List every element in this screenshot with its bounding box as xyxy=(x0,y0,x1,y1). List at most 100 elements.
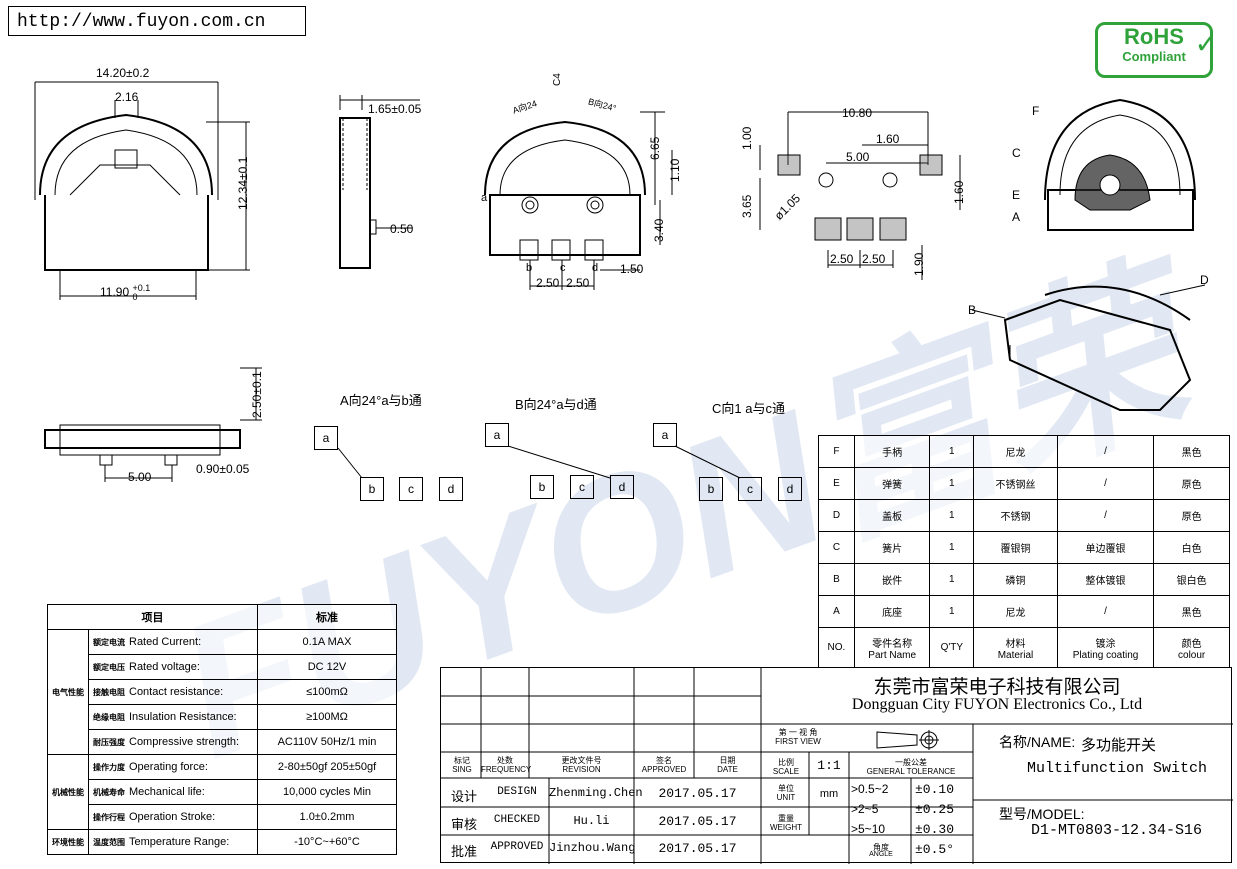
parts-cell-name: 弹簧 xyxy=(853,467,931,500)
diag3-box-b: b xyxy=(699,477,723,501)
spec-item-en: Contact resistance: xyxy=(129,686,224,698)
rohs-text: RoHS xyxy=(1124,24,1184,49)
pin-label-d: d xyxy=(592,262,599,274)
rev-revision-en: REVISION xyxy=(562,765,601,774)
parts-cell-material: 不锈钢丝 xyxy=(973,467,1058,500)
diag2-box-b: b xyxy=(530,475,554,499)
spec-group-name: 电气性能 xyxy=(47,629,89,755)
signoff-role-en: CHECKED xyxy=(493,814,541,826)
switch-diagram-b-title: B向24°a与d通 xyxy=(515,397,597,412)
parts-header-colour-en: colour xyxy=(1178,649,1206,661)
spec-item: 耐压强度 Compressive strength: xyxy=(88,729,258,755)
dim-10-80: 10.80 xyxy=(842,106,873,120)
tolerance-value: ±0.30 xyxy=(915,822,955,837)
first-view-en: FIRST VIEW xyxy=(775,737,821,746)
diag2-box-c: c xyxy=(570,475,594,499)
diag3-box-d: d xyxy=(778,477,802,501)
dim-thickness: 1.65±0.05 xyxy=(368,102,422,116)
spec-value: 0.1A MAX xyxy=(257,629,397,655)
spec-value: ≥100MΩ xyxy=(257,704,397,730)
signoff-date: 2017.05.17 xyxy=(658,814,737,829)
title-grid xyxy=(441,668,1233,864)
part-label-D: D xyxy=(1200,273,1209,287)
part-label-E: E xyxy=(1012,188,1021,202)
parts-header-name-cn: 零件名称 xyxy=(872,638,913,650)
dim-2-50-c: 2.50 xyxy=(830,252,854,266)
dim-2-50-d: 2.50 xyxy=(862,252,886,266)
part-name-cn: 多功能开关 xyxy=(1081,737,1157,754)
rev-approved-en: APPROVED xyxy=(641,765,687,774)
parts-cell-plating: 单边覆银 xyxy=(1056,531,1155,564)
unit-en: UNIT xyxy=(776,793,796,802)
dim-1-00: 1.00 xyxy=(740,126,754,150)
parts-cell-name: 盖板 xyxy=(853,499,931,532)
parts-cell-qty: 1 xyxy=(929,499,975,532)
spec-item-cn: 额定电流 xyxy=(93,638,125,647)
parts-cell-name: 嵌件 xyxy=(853,563,931,596)
diag3-box-c: c xyxy=(738,477,762,501)
spec-item-en: Compressive strength: xyxy=(129,736,240,748)
parts-cell-plating: / xyxy=(1056,467,1155,500)
isometric-view xyxy=(971,284,1206,411)
tolerance-cn: 一般公差 xyxy=(895,758,927,767)
diag1-box-b: b xyxy=(360,477,384,501)
part-label-F: F xyxy=(1032,104,1040,118)
parts-cell-colour: 原色 xyxy=(1153,499,1230,532)
parts-header-no: NO. xyxy=(818,627,855,668)
footprint-view xyxy=(759,111,961,280)
part-label-B: B xyxy=(968,303,977,317)
part-name-label: 名称/NAME: xyxy=(999,734,1076,750)
signoff-date: 2017.05.17 xyxy=(658,841,737,856)
dim-0-50: 0.50 xyxy=(390,222,414,236)
spec-value: -10°C~+60°C xyxy=(257,829,397,855)
spec-item-cn: 额定电压 xyxy=(93,663,125,672)
parts-header-name-en: Part Name xyxy=(868,649,917,661)
part-label-A: A xyxy=(1012,210,1021,224)
tolerance-range: >5~10 xyxy=(851,822,886,836)
website-url[interactable]: http://www.fuyon.com.cn xyxy=(8,6,306,36)
parts-cell-material: 不锈钢 xyxy=(973,499,1058,532)
dim-1-10: 1.10 xyxy=(668,158,682,182)
dim-3-65: 3.65 xyxy=(740,194,754,218)
dim-2-50-b: 2.50 xyxy=(566,276,590,290)
diag2-box-d: d xyxy=(610,475,634,499)
diag1-box-a: a xyxy=(314,426,338,450)
switch-diagram-lines xyxy=(337,445,741,479)
company-name-cn: 东莞市富荣电子科技有限公司 xyxy=(873,677,1121,698)
rev-sing-en: SING xyxy=(452,765,472,774)
dim-1-50: 1.50 xyxy=(620,262,644,276)
dim-width: 14.20±0.2 xyxy=(96,66,150,80)
parts-header-qty: Q'TY xyxy=(929,627,975,668)
spec-group-name: 环境性能 xyxy=(47,829,89,855)
spec-group-name: 机械性能 xyxy=(47,754,89,830)
spec-item-cn: 操作力度 xyxy=(93,763,125,772)
tolerance-range: >0.5~2 xyxy=(851,782,889,796)
parts-cell-qty: 1 xyxy=(929,435,975,468)
dim-base-tol-up: +0.1 xyxy=(132,283,151,293)
dim-2-50-height: 2.50±0.1 xyxy=(250,371,264,418)
scale-value: 1:1 xyxy=(817,758,841,773)
spec-header-item: 项目 xyxy=(47,604,258,630)
rohs-logo: RoHS Compliant ✓ xyxy=(1095,22,1218,78)
parts-cell-material: 尼龙 xyxy=(973,595,1058,628)
parts-header-colour-cn: 颜色 xyxy=(1181,638,1202,650)
spec-value: 2-80±50gf 205±50gf xyxy=(257,754,397,780)
spec-item-cn: 耐压强度 xyxy=(93,738,125,747)
signoff-role-cn: 审核 xyxy=(450,817,477,832)
parts-cell-plating: 整体镀银 xyxy=(1056,563,1155,596)
